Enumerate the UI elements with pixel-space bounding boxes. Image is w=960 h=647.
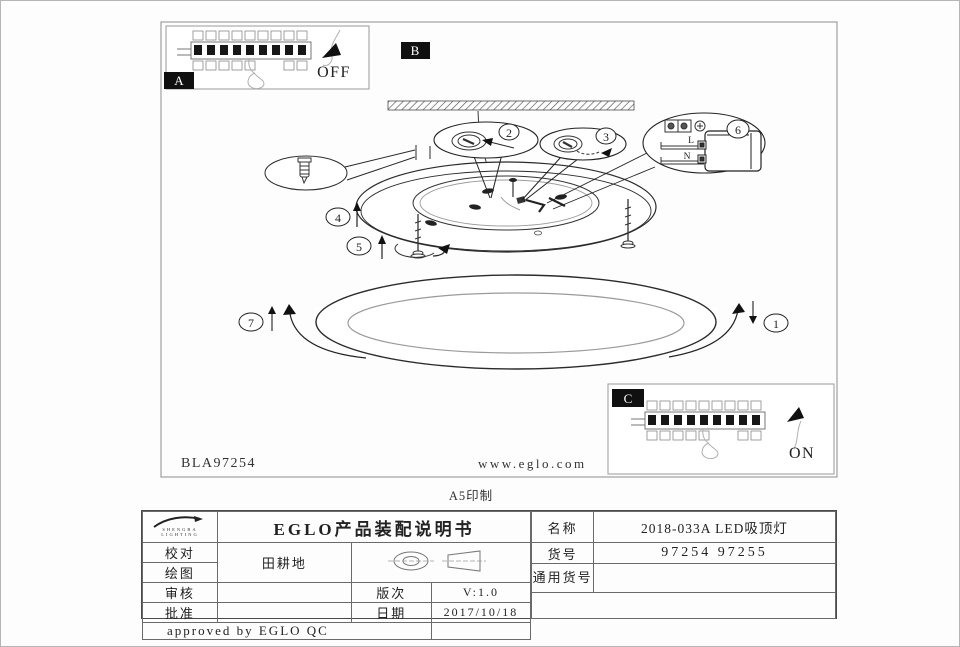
logo-text-line1: SHENGBA [162,527,197,532]
step-label-2: 2 [506,126,512,140]
step-label-4: 4 [335,211,341,225]
date-value: 2017/10/18 [430,602,532,623]
wires [660,142,704,165]
common-item-label: 通用货号 [531,563,594,593]
screw-head-detail [553,135,600,155]
version-value: V:1.0 [430,582,532,603]
anchor-callout [264,145,431,191]
rotate-arc-right [668,309,739,358]
screw-center [509,178,517,197]
step-label-7: 7 [248,316,254,330]
down-arrow-icon [749,316,757,324]
hole-arc [394,243,435,258]
wire-neutral-label: N [684,152,691,162]
name-value: 2018-033A LED吸顶灯 [592,511,837,543]
panel-b-label: B [411,43,420,58]
up-arrow-icon [283,304,296,315]
keyhole-slot [469,204,481,210]
on-label: ON [789,445,815,462]
step-4-marker: 4 [325,202,361,227]
up-arrow-icon [732,303,745,314]
callout-6: L N 6 [546,112,766,210]
draw-label: 绘图 [142,562,218,583]
projection-symbol [350,542,532,583]
approve-value [216,602,352,623]
version-label: 版次 [350,582,432,603]
panel-a-box: OFF A [164,25,370,90]
title-block-right: 名称 2018-033A LED吸顶灯 货号 97254 97255 通用货号 [531,511,837,619]
approve-label: 批准 [142,602,218,623]
approved-note-empty [430,622,532,640]
callout-2: 2 [433,121,539,199]
off-label: OFF [317,64,351,81]
keyhole-slot [482,188,494,194]
up-arrow-icon [378,235,386,244]
up-arrow-icon [268,306,276,314]
panel-c-box: ON C [607,383,835,475]
common-item-value [592,563,837,593]
wire-live-label: L [688,136,694,146]
website-text: www.eglo.com [478,456,587,471]
on-arrow-icon [787,407,804,422]
title-block-title: EGLO产品装配说明书 [216,511,532,543]
step-5-marker: 5 [346,235,450,259]
title-block-left: SHENGBA LIGHTING EGLO产品装配说明书 校对 田耕地 [142,511,532,640]
panel-b-tag: B [401,42,430,59]
cord-sketch [793,420,802,450]
company-logo: SHENGBA LIGHTING [142,511,218,543]
step-label-6: 6 [735,123,741,137]
callout-3: 3 [521,127,627,202]
off-arrow-icon [322,43,341,58]
screw-right [620,199,636,249]
drafter-name: 田耕地 [216,542,352,583]
mounting-plate [355,161,657,259]
title-block-bottom-empty [531,592,836,619]
step-label-5: 5 [356,240,362,254]
turn-arrow-icon [438,244,450,254]
keyhole-slot [425,220,437,226]
doc-code: BLA97254 [181,456,256,471]
title-block: SHENGBA LIGHTING EGLO产品装配说明书 校对 田耕地 [141,510,837,640]
panel-a-label: A [174,73,184,88]
arrow-icon [482,138,493,146]
name-label: 名称 [531,511,594,543]
terminal-block [664,119,706,133]
up-arrow-icon [353,202,361,211]
approved-note: approved by EGLO QC [142,622,432,640]
rim-hole [534,230,542,236]
diagram-frame [160,21,838,478]
panel-c-label: C [624,391,633,406]
review-value [216,582,352,603]
item-value: 97254 97255 [592,542,837,564]
assembly-diagram: OFF A B [160,21,838,478]
keyhole-slot [555,194,567,200]
panel-a-tag [164,72,194,89]
arrow-icon [601,148,612,157]
logo-text-line2: LIGHTING [161,532,199,537]
wall-plug [297,157,312,185]
diffuser: 7 1 [238,274,789,370]
step-label-1: 1 [773,317,779,331]
item-label: 货号 [531,542,594,564]
panel-c-tag [612,389,644,407]
review-label: 审核 [142,582,218,603]
print-note: A5印制 [448,489,494,503]
proofread-label: 校对 [142,542,218,563]
plug-connector [697,130,762,172]
step-label-3: 3 [603,130,609,144]
ceiling-hatch [387,100,635,111]
rotate-arc-left [289,313,367,359]
date-label: 日期 [350,602,432,623]
